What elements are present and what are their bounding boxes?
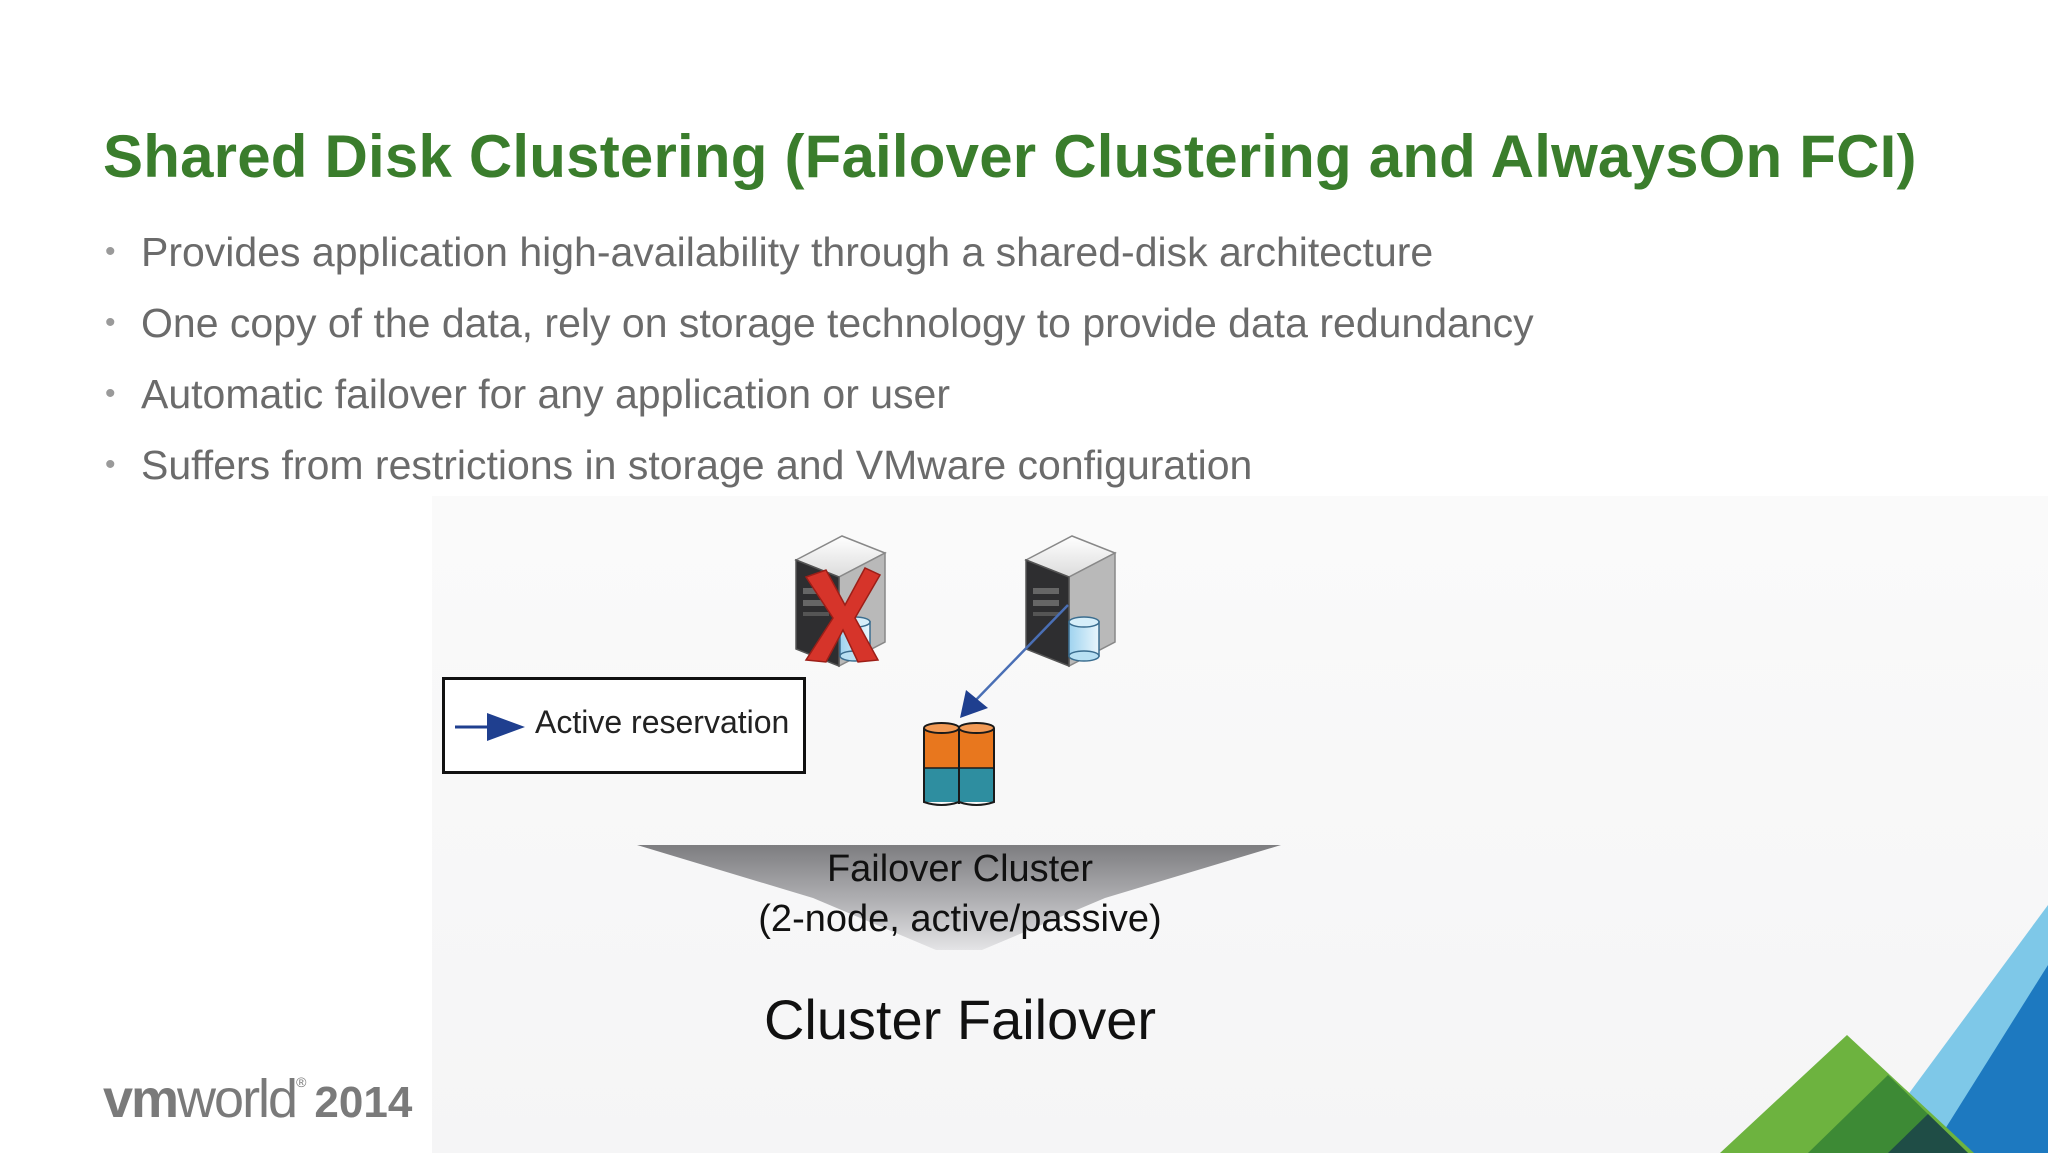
bullet-dot: • [105, 235, 116, 268]
bullet-text: Suffers from restrictions in storage and… [141, 442, 1253, 488]
bullet-text: One copy of the data, rely on storage te… [141, 300, 1534, 346]
funnel-label-line1: Failover Cluster [826, 848, 1094, 890]
logo-reg: ® [296, 1074, 307, 1090]
bullet-dot: • [105, 306, 116, 339]
slide-title: Shared Disk Clustering (Failover Cluster… [103, 123, 1917, 190]
failed-x-icon [804, 567, 882, 663]
logo-world: world [177, 1069, 298, 1129]
bullet-text: Provides application high-availability t… [141, 229, 1434, 275]
server-icon [1024, 535, 1117, 668]
arrow-icon [960, 604, 1069, 718]
corner-triangles-decoration [1720, 905, 2048, 1153]
diagram-caption: Cluster Failover [763, 988, 1157, 1051]
arrow-icon [455, 713, 525, 741]
funnel-label-line2: (2-node, active/passive) [758, 898, 1162, 940]
bullet-dot: • [105, 448, 116, 481]
database-icon [1068, 616, 1100, 662]
bullet-text: Automatic failover for any application o… [141, 371, 951, 417]
bullet-dot: • [105, 377, 116, 410]
vmworld-logo: vmworld® 2014 [103, 1068, 412, 1130]
logo-year: 2014 [314, 1078, 413, 1127]
legend-box: Active reservation [442, 677, 806, 774]
legend-label: Active reservation [535, 704, 790, 740]
diagram-background [432, 496, 2048, 1153]
shared-disk-icon [923, 722, 995, 806]
logo-vm: vm [103, 1069, 179, 1129]
funnel-shape [637, 845, 1281, 950]
